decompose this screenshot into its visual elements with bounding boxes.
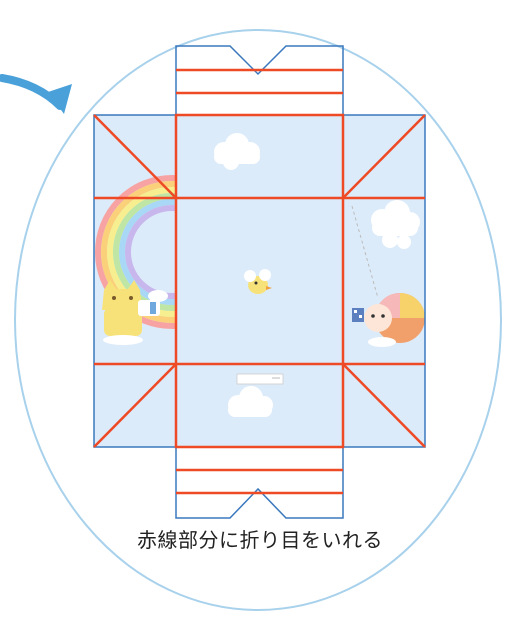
- fold-lines: [93, 68, 426, 495]
- curved-arrow-icon: [0, 74, 72, 114]
- name-label-icon: [236, 373, 284, 385]
- hot-air-balloon-icon: [351, 205, 425, 347]
- rainbow-icon: [95, 175, 176, 329]
- chick-icon: [244, 269, 272, 294]
- cloud-icon: [214, 133, 260, 170]
- cloud-icon: [371, 200, 420, 249]
- instruction-text: 赤線部分に折り目をいれる: [137, 528, 383, 552]
- cloud-icon: [228, 386, 273, 417]
- cat-character-icon: [102, 280, 168, 345]
- oval-frame: [14, 29, 502, 611]
